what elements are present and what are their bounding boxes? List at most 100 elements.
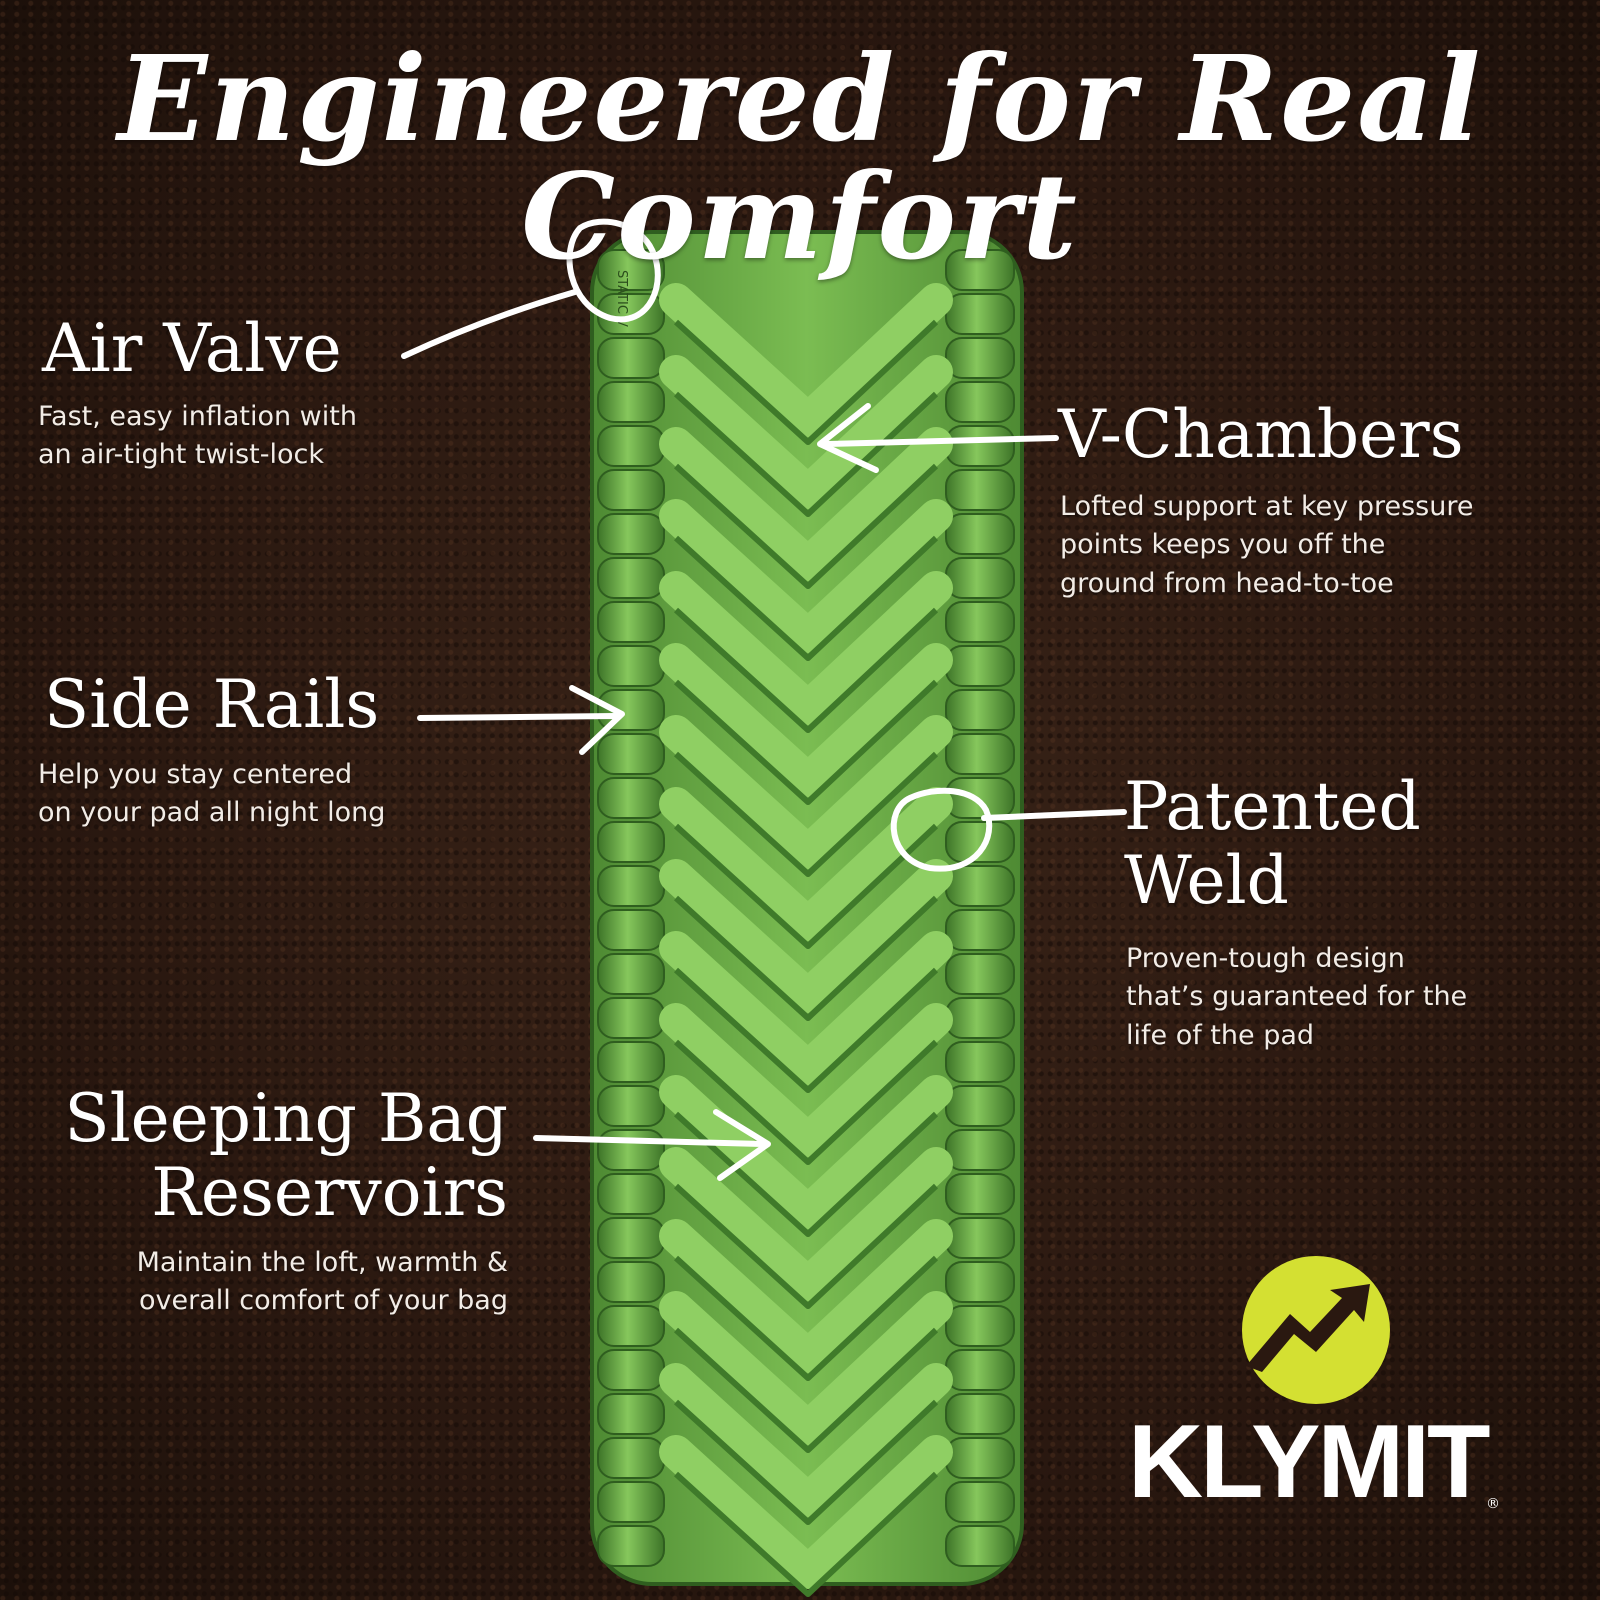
- rail-segment: [945, 821, 1015, 863]
- rail-segment: [597, 1525, 665, 1567]
- side-rails-description: Help you stay centered on your pad all n…: [38, 756, 385, 833]
- pad-valve-label: STATIC V: [614, 270, 629, 327]
- reservoirs-callout: [533, 1109, 771, 1181]
- air-valve-circle: [566, 218, 661, 323]
- rail-segment: [945, 425, 1015, 467]
- side-rails-callout: [417, 685, 625, 755]
- rail-segment: [597, 1261, 665, 1303]
- v-chamber: [659, 859, 953, 1013]
- v-chamber: [659, 931, 953, 1085]
- rail-segment: [945, 1173, 1015, 1215]
- v-chamber: [659, 643, 953, 797]
- v-chamber: [659, 1147, 953, 1301]
- v-chambers-arrow-head: [817, 403, 879, 473]
- v-chamber: [659, 787, 953, 941]
- rail-segment: [945, 1129, 1015, 1171]
- rail-segment: [945, 1481, 1015, 1523]
- sleeping-pad: STATIC V: [590, 230, 1024, 1597]
- registered-mark: ®: [1486, 1496, 1500, 1512]
- side-rails-desc-line: Help you stay centered: [38, 759, 353, 790]
- patented-weld-callout: [890, 787, 1127, 872]
- rail-segment: [597, 1481, 665, 1523]
- rail-segment: [597, 953, 665, 995]
- v-chambers-desc-line: ground from head-to-toe: [1060, 567, 1394, 599]
- rail-segment: [597, 249, 665, 291]
- rail-segment: [597, 1437, 665, 1479]
- air-valve-description: Fast, easy inflation with an air-tight t…: [38, 398, 357, 475]
- v-chamber: [659, 571, 953, 725]
- reservoirs-desc-line: overall comfort of your bag: [138, 1285, 508, 1317]
- rail-segment: [597, 1305, 665, 1347]
- v-chamber: [659, 283, 953, 437]
- v-chamber-weld: [673, 895, 939, 1021]
- patented-weld-desc-line: Proven-tough design: [1126, 943, 1405, 974]
- rail-segment: [945, 1525, 1015, 1567]
- logo-mountain-arrow: [1246, 1284, 1370, 1372]
- left-side-rail: [597, 249, 665, 1567]
- rail-segment: [945, 1217, 1015, 1259]
- rail-segment: [597, 513, 665, 555]
- rail-segment: [945, 381, 1015, 423]
- v-chamber-weld: [673, 319, 939, 445]
- patented-weld-title: Patented Weld: [1124, 770, 1421, 918]
- patented-weld-description: Proven-tough design that’s guaranteed fo…: [1126, 940, 1467, 1055]
- v-chamber-weld: [673, 463, 939, 589]
- rail-segment: [597, 381, 665, 423]
- rail-segment: [945, 997, 1015, 1039]
- rail-segment: [597, 425, 665, 467]
- v-chamber: [659, 715, 953, 869]
- rail-segment: [945, 1437, 1015, 1479]
- patented-weld-circle: [890, 787, 993, 872]
- v-chambers-description: Lofted support at key pressure points ke…: [1060, 488, 1473, 603]
- v-chamber: [659, 427, 953, 581]
- v-chamber: [659, 355, 953, 509]
- rail-segment: [945, 1349, 1015, 1391]
- reservoirs-arrow-head: [713, 1109, 771, 1181]
- v-chamber-weld: [673, 751, 939, 877]
- rail-segment: [945, 601, 1015, 643]
- v-chamber: [659, 1219, 953, 1373]
- reservoirs-title-line: Reservoirs: [151, 1153, 508, 1231]
- v-chamber: [659, 499, 953, 653]
- rail-segment: [597, 1217, 665, 1259]
- v-chambers-title: V-Chambers: [1058, 396, 1464, 473]
- rail-segment: [597, 777, 665, 819]
- v-chambers-desc-line: Lofted support at key pressure: [1060, 491, 1474, 522]
- v-chamber-weld: [673, 607, 939, 733]
- patented-weld-pointer: [981, 809, 1127, 821]
- v-chambers-callout: [817, 403, 1059, 473]
- rail-segment: [945, 1041, 1015, 1083]
- air-valve-callout: [401, 218, 661, 359]
- air-valve-desc-line: an air-tight twist-lock: [38, 439, 324, 471]
- rail-segment: [945, 689, 1015, 731]
- rail-segment: [945, 1085, 1015, 1127]
- reservoirs-title-line: Sleeping Bag: [64, 1080, 508, 1157]
- patented-weld-title-line: Patented: [1124, 768, 1421, 845]
- v-chamber-weld: [673, 1327, 939, 1453]
- air-valve-title: Air Valve: [42, 310, 342, 387]
- rail-segment: [945, 645, 1015, 687]
- rail-segment: [945, 733, 1015, 775]
- v-chamber: [659, 1363, 953, 1517]
- v-chamber: [659, 1291, 953, 1445]
- v-chamber-weld: [673, 823, 939, 949]
- rail-segment: [945, 953, 1015, 995]
- rail-segment: [597, 1129, 665, 1171]
- rail-segment: [597, 821, 665, 863]
- patented-weld-desc-line: life of the pad: [1126, 1019, 1315, 1051]
- v-chamber-weld: [673, 679, 939, 805]
- rail-segment: [945, 249, 1015, 291]
- rail-segment: [945, 557, 1015, 599]
- v-chamber-weld: [673, 1255, 939, 1381]
- brand-wordmark: KLYMIT: [1128, 1404, 1491, 1520]
- patented-weld-title-line: Weld: [1124, 841, 1289, 919]
- v-chambers: [659, 283, 953, 1597]
- rail-segment: [945, 337, 1015, 379]
- right-side-rail: [945, 249, 1015, 1567]
- rail-segment: [597, 1085, 665, 1127]
- rail-segment: [945, 909, 1015, 951]
- side-rails-desc-line: on your pad all night long: [38, 797, 386, 829]
- v-chambers-desc-line: points keeps you off the: [1060, 529, 1386, 561]
- side-rails-arrow-shaft: [417, 713, 619, 721]
